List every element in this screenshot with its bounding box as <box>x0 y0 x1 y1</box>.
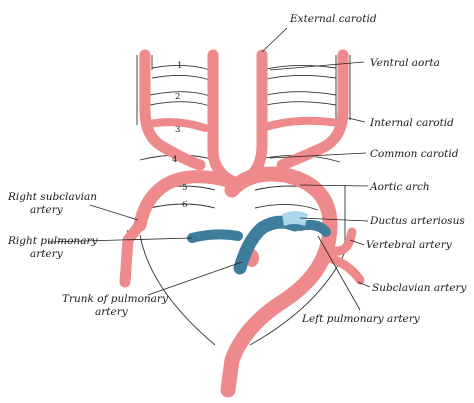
leader-subclavian-artery <box>357 281 371 288</box>
leader-lines <box>47 27 371 311</box>
leader-left-pulmonary-artery <box>317 235 361 311</box>
right-pulmonary-artery <box>187 229 243 243</box>
arch-number-2: 2 <box>175 92 180 102</box>
leader-right-subclavian <box>89 204 139 221</box>
pulmonary-vessels <box>187 211 331 275</box>
left-arch-3 <box>258 116 347 132</box>
arch-number-4: 4 <box>172 155 177 165</box>
label-trunk-pulmonary-line1: Trunk of pulmonary <box>62 293 169 305</box>
arch-number-1: 1 <box>177 61 182 71</box>
right-arch-3 <box>141 118 209 132</box>
label-right-pulmonary-line1: Right pulmonary <box>7 235 98 247</box>
left-side-carotid-column <box>276 49 349 171</box>
label-common-carotid: Common carotid <box>370 148 459 160</box>
arteries <box>119 49 365 398</box>
ductus-arteriosus <box>282 211 308 226</box>
label-ductus-arteriosus: Ductus arteriosus <box>369 215 465 227</box>
arch-2-outline <box>149 91 337 107</box>
ventral-aorta-right <box>242 49 268 184</box>
right-dorsal-aorta-outline <box>335 55 351 125</box>
arch-numbers: 1 2 3 4 5 6 <box>172 61 187 210</box>
leader-common-carotid <box>269 152 367 159</box>
leader-vertebral-artery <box>349 239 365 246</box>
right-side-carotid-column <box>139 49 206 171</box>
leader-external-carotid <box>261 27 288 53</box>
label-subclavian-artery: Subclavian artery <box>372 282 468 294</box>
ventral-aorta-left <box>207 49 236 186</box>
arch-number-6: 6 <box>182 200 187 210</box>
leader-internal-carotid <box>347 117 366 123</box>
label-aortic-arch: Aortic arch <box>369 181 430 193</box>
label-right-subclavian-line1: Right subclavian <box>7 191 97 203</box>
left-subclavian-artery <box>325 253 365 285</box>
label-left-pulmonary-artery: Left pulmonary artery <box>301 313 421 325</box>
label-external-carotid: External carotid <box>289 13 377 25</box>
label-vertebral-artery: Vertebral artery <box>366 239 453 251</box>
label-internal-carotid: Internal carotid <box>369 117 454 129</box>
arch-number-5: 5 <box>182 183 187 193</box>
label-ventral-aorta: Ventral aorta <box>370 57 440 69</box>
aortic-arch <box>220 166 338 398</box>
leader-ductus-arteriosus <box>299 217 369 222</box>
leader-right-pulmonary <box>47 237 193 243</box>
leader-ventral-aorta <box>269 61 365 71</box>
label-right-subclavian-line2: artery <box>30 204 64 216</box>
right-subclavian-arch <box>133 170 239 232</box>
arch-number-3: 3 <box>175 125 180 135</box>
arch-1-outline <box>151 64 337 81</box>
arch-6-outline <box>149 203 319 211</box>
label-right-pulmonary-line2: artery <box>30 248 64 260</box>
leader-aortic-arch <box>299 184 369 187</box>
left-dorsal-aorta-outline <box>136 55 153 125</box>
left-pulmonary-artery <box>295 219 331 237</box>
leader-trunk-pulmonary <box>147 261 243 296</box>
labels: External carotid Ventral aorta Internal … <box>7 13 468 325</box>
label-trunk-pulmonary-line2: artery <box>95 306 129 318</box>
pulmonary-trunk <box>233 215 302 275</box>
